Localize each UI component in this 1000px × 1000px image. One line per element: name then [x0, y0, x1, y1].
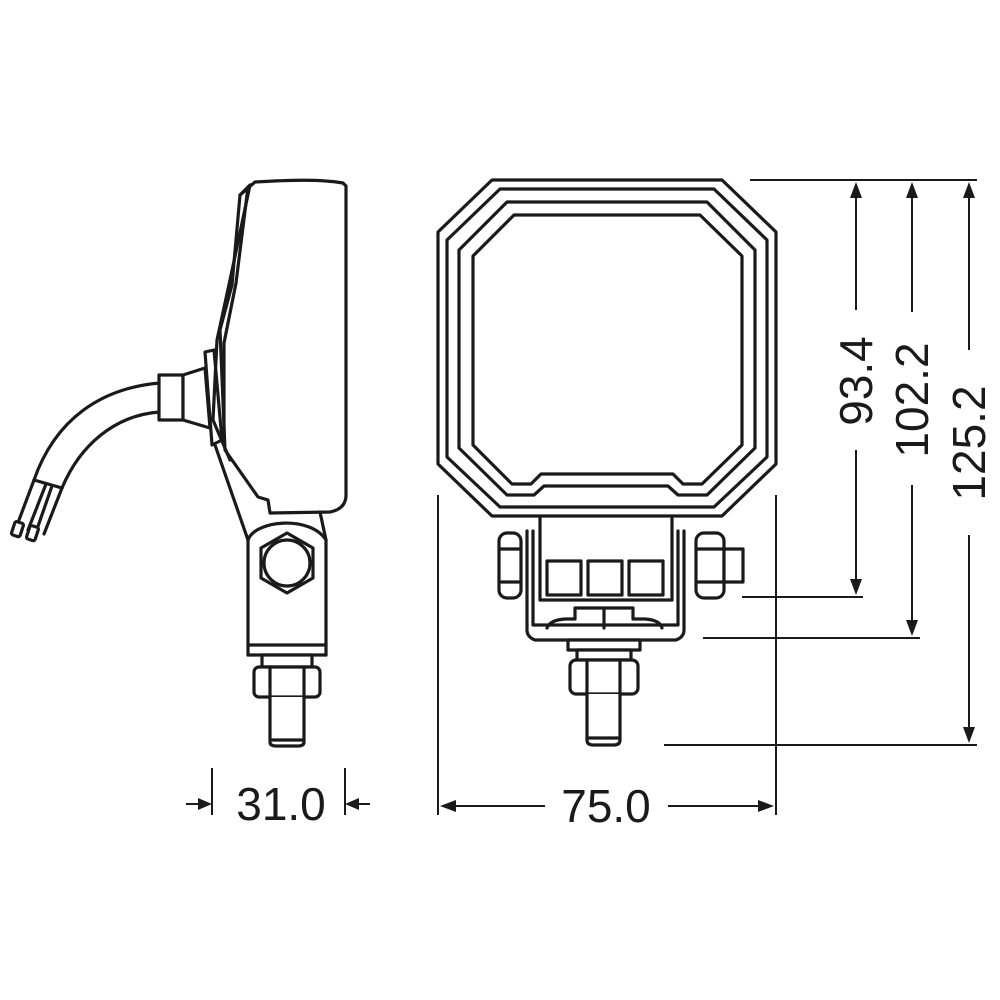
cable	[9, 381, 162, 543]
side-housing	[211, 178, 348, 515]
height-102-label: 102.2	[886, 338, 938, 462]
dimension-depth	[186, 768, 370, 815]
front-bolt	[566, 638, 642, 747]
side-bolt	[252, 653, 322, 748]
side-view	[9, 178, 370, 815]
dimension-width	[437, 495, 777, 815]
front-housing	[436, 178, 778, 518]
side-bracket	[213, 443, 328, 657]
front-bracket	[497, 514, 745, 642]
height-93-label: 93.4	[830, 332, 882, 430]
depth-label: 31.0	[232, 781, 330, 827]
dimension-heights	[664, 179, 977, 746]
width-label: 75.0	[557, 783, 655, 829]
front-view	[436, 178, 977, 815]
height-125-label: 125.2	[943, 381, 995, 505]
